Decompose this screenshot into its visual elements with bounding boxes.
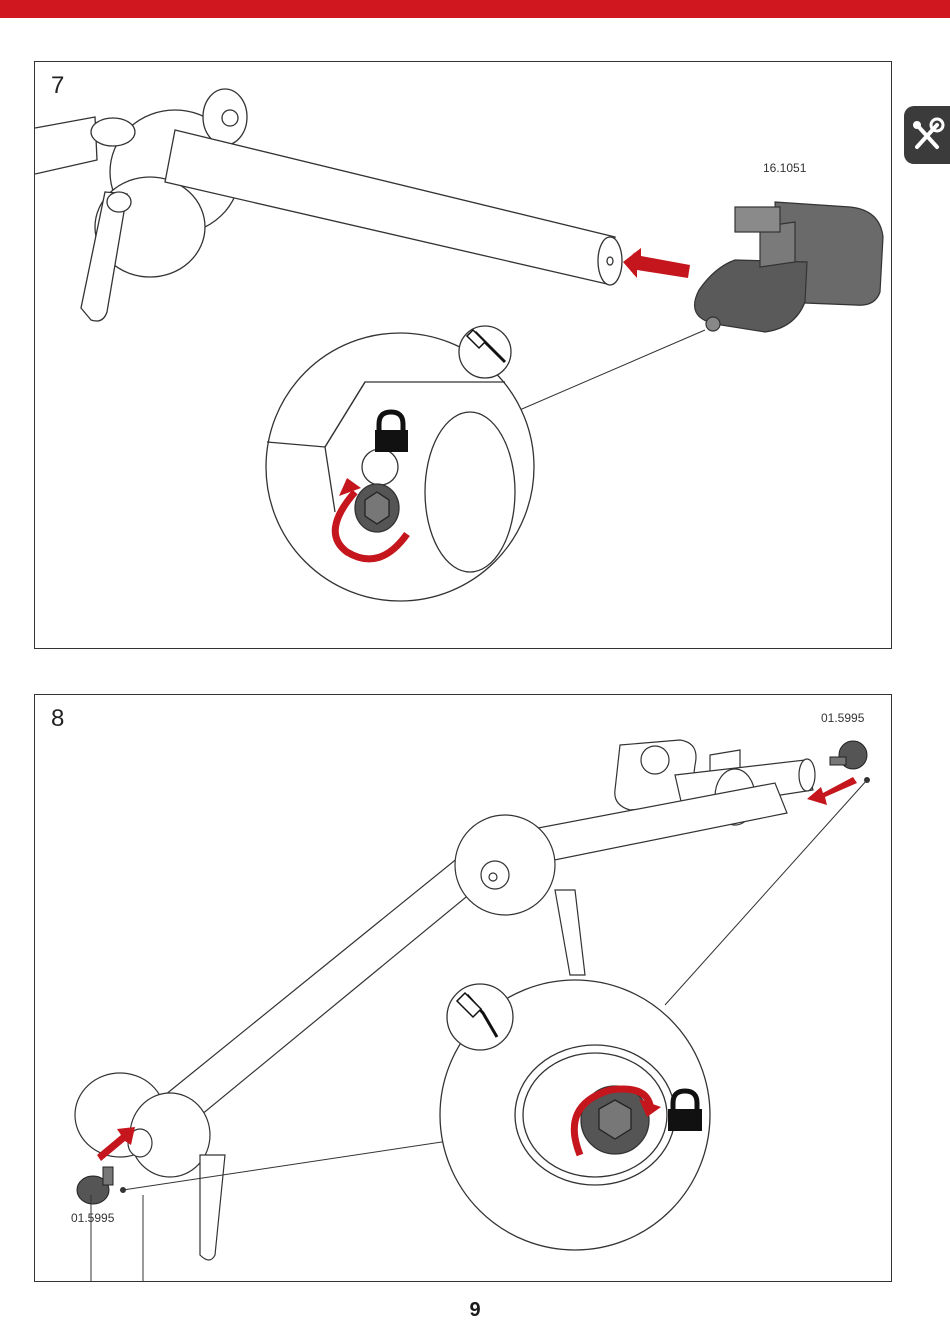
tools-tab [904,106,950,164]
step-8-panel: 8 01.5995 01.5995 [34,694,892,1282]
tools-icon [909,115,945,155]
step-7-panel: 7 16.1051 [34,61,892,649]
existing-tube [35,117,97,174]
knob-bottom [77,1167,113,1204]
hex-key-icon [447,984,513,1050]
step-8-illustration [35,695,891,1281]
step-7-illustration [35,62,891,648]
knob-top [830,741,867,769]
page-number: 9 [0,1299,950,1322]
mount-part [695,202,883,332]
tube [165,130,622,285]
brand-top-bar [0,0,950,18]
hex-key-icon [459,326,511,378]
